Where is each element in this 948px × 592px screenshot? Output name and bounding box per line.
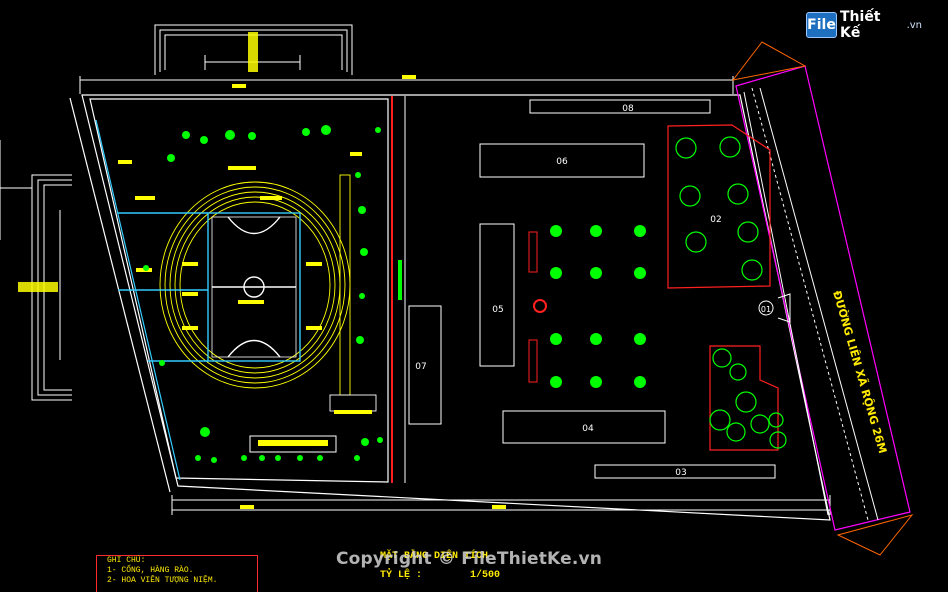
watermark-logo: File [806,12,837,38]
zone-03-label: 03 [675,468,686,478]
memorial-garden [709,345,779,451]
zone-01: 01 [758,293,791,323]
zone-04: 04 [502,410,666,444]
watermark: File Thiết Kế .vn [806,9,922,41]
zone-05: 05 [479,223,515,367]
watermark-domain: .vn [906,19,922,31]
notes-legend: GHI CHÚ: 1- CỔNG, HÀNG RÀO. 2- HOA VIÊN … [96,555,258,592]
flower-bed [249,435,337,453]
zone-06: 06 [479,143,645,178]
dimension-line-top [79,75,734,94]
road-label: ĐƯỜNG LIÊN XÃ RỘNG 26M [830,289,889,455]
zone-05-label: 05 [492,305,503,315]
notes-item-2: 2- HOA VIÊN TƯỢNG NIỆM. [107,576,218,585]
stepped-dimension-top [154,24,353,75]
road [731,41,914,556]
trees [143,125,787,463]
stepped-dimension-left [0,140,72,401]
zone-08-label: 08 [622,104,634,114]
copyright-watermark: Copyright © FileThietKe.vn [336,549,603,569]
central-plaza [528,231,547,383]
zone-02-label: 02 [710,215,721,225]
dimension-line-bottom [171,495,831,515]
zone-06-label: 06 [556,157,568,167]
zone-08: 08 [529,99,711,114]
watermark-brand: Thiết Kế [840,9,881,41]
running-track [159,174,377,412]
divider-red [391,96,406,483]
field-tags [118,85,372,446]
zone-07: 07 [408,305,442,425]
zone-07-label: 07 [415,362,426,372]
football-court [118,212,301,362]
notes-item-1: 1- CỔNG, HÀNG RÀO. [107,566,194,575]
scale-label: TỶ LỆ : [380,570,423,581]
zone-02: 02 [667,124,771,289]
zone-01-label: 01 [761,305,771,314]
scale-value: 1/500 [470,570,501,581]
drawing-title: MẶT BẰNG DIỆN TÍCH [380,551,489,562]
site-boundary [69,94,831,521]
zone-03: 03 [594,464,776,479]
notes-heading: GHI CHÚ: [107,556,146,565]
zone-04-label: 04 [582,424,594,434]
